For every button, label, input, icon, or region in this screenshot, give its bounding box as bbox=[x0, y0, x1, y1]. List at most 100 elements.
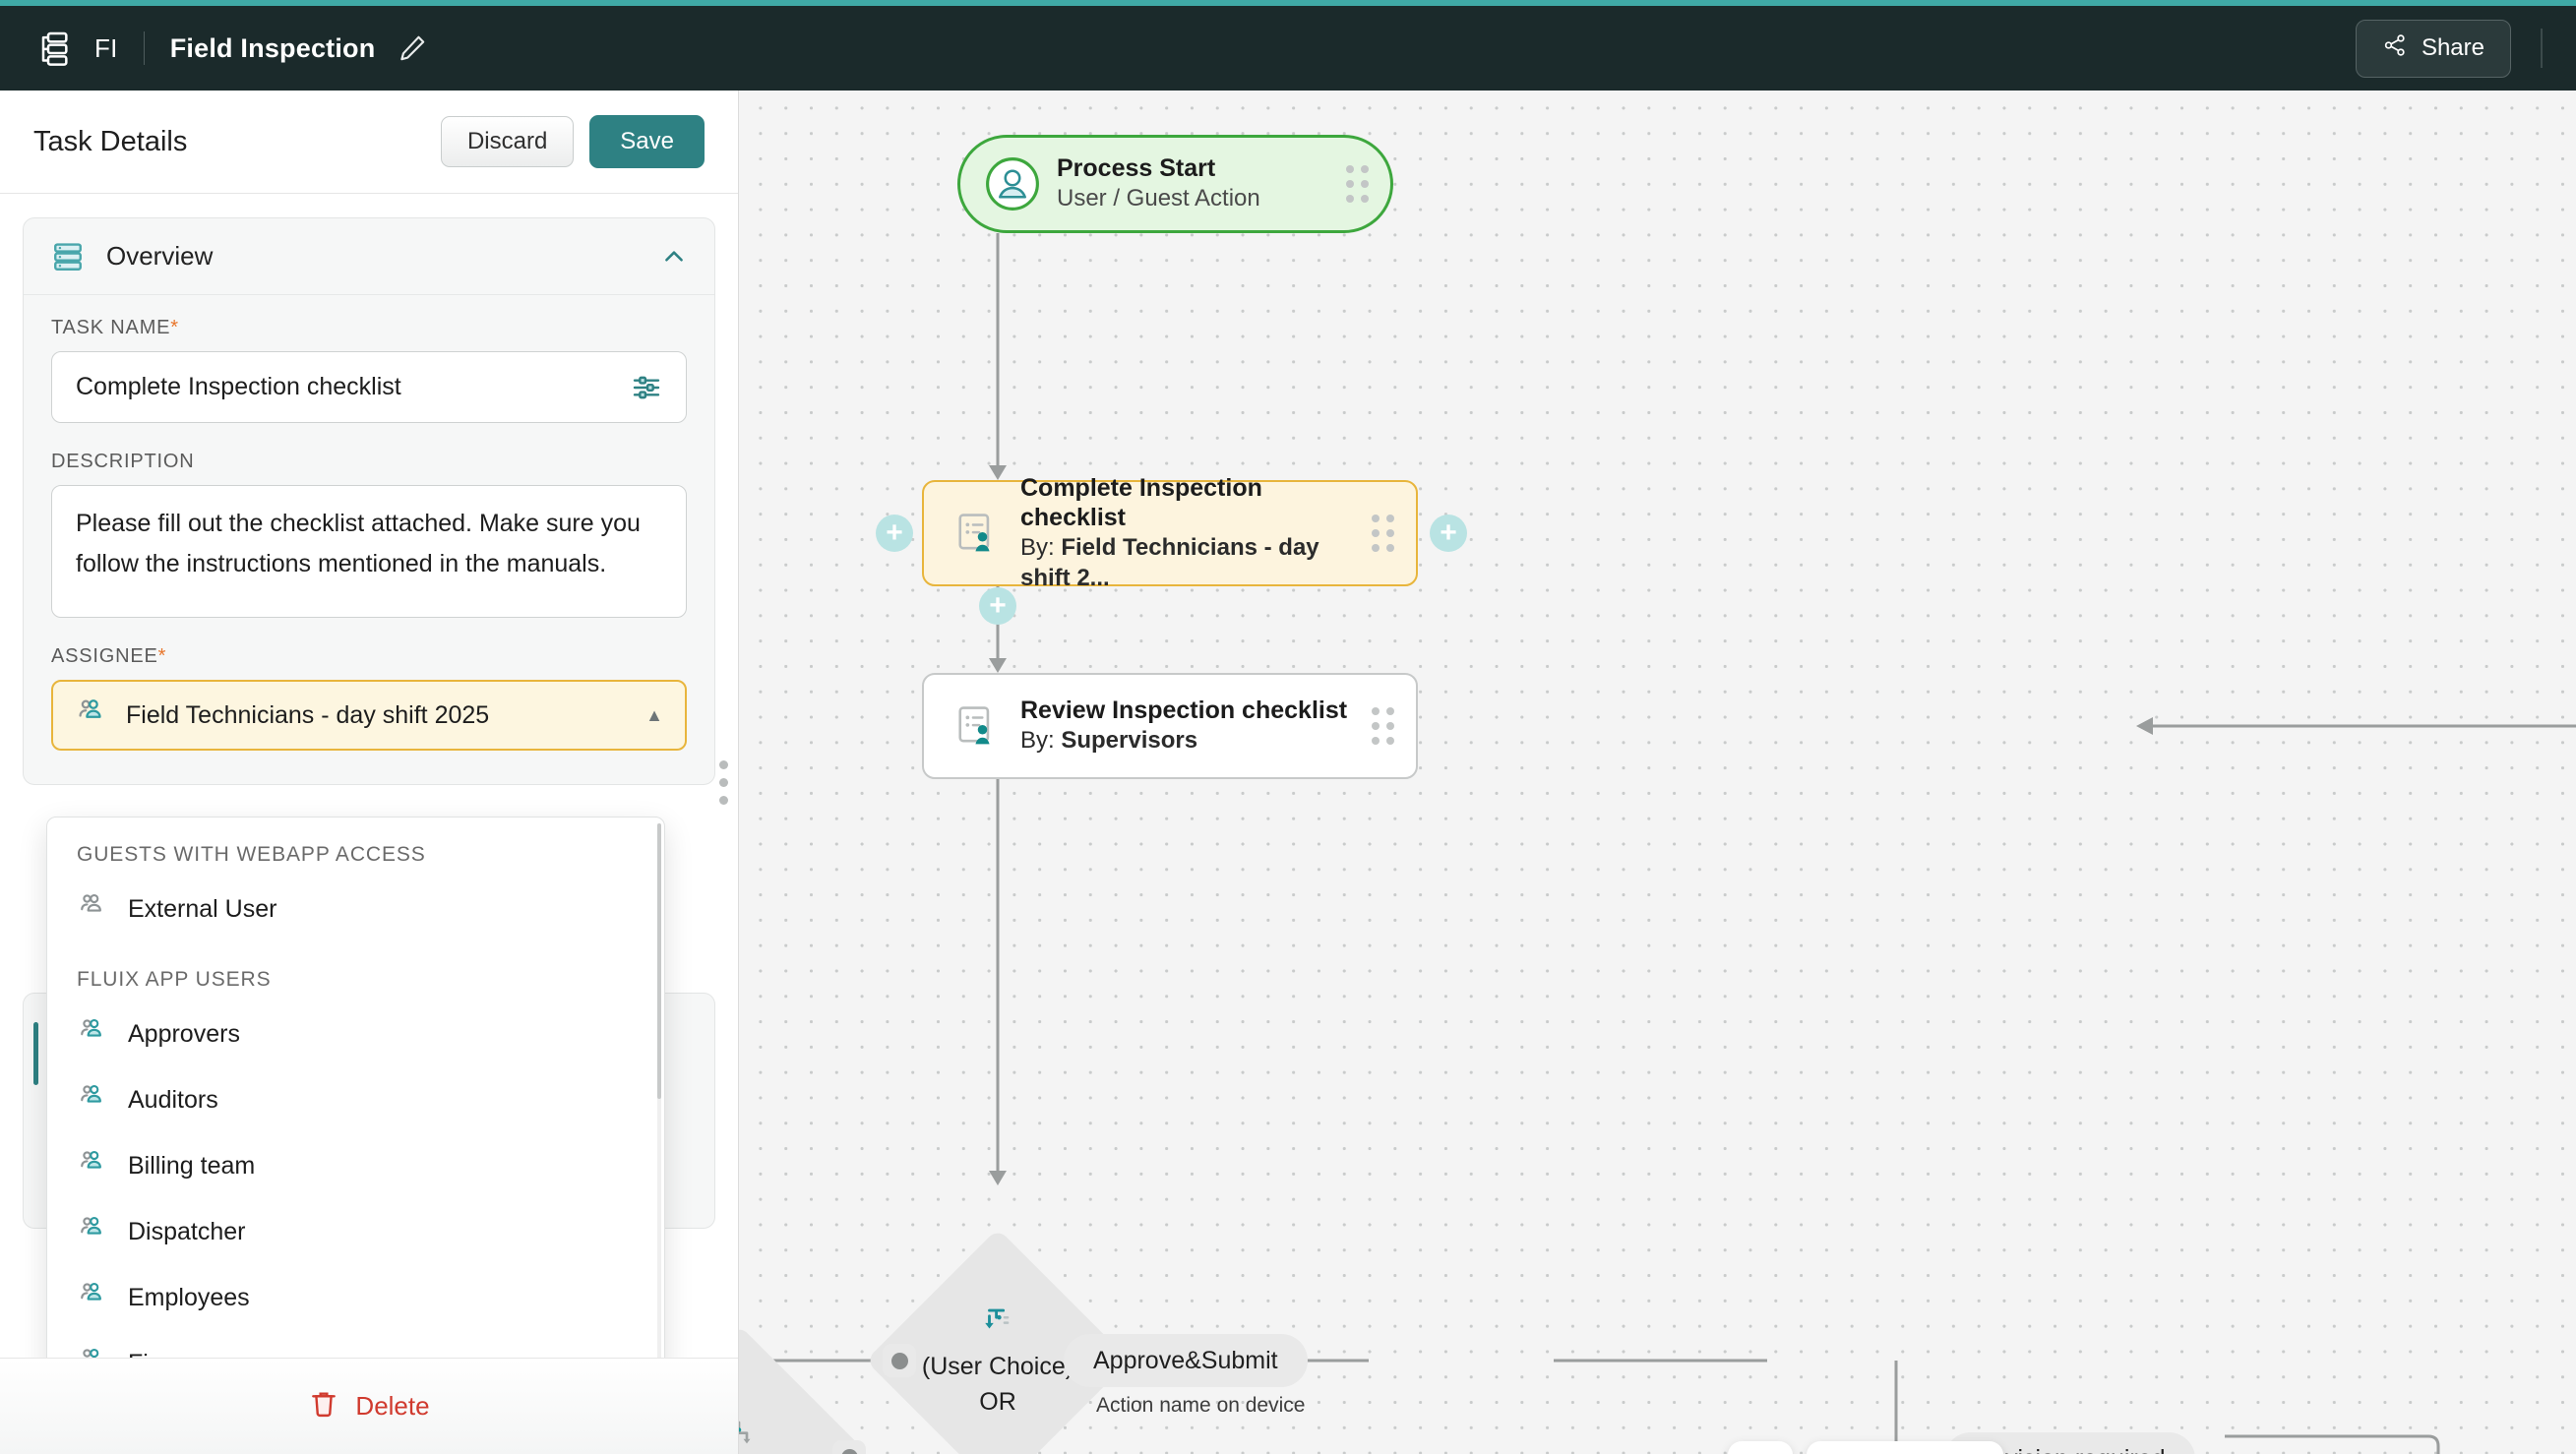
dropdown-item-approvers[interactable]: Approvers bbox=[47, 1001, 664, 1067]
dropdown-group-header: FLUIX APP USERS bbox=[77, 968, 272, 991]
handle-dot bbox=[718, 759, 728, 769]
group-users-icon bbox=[77, 1214, 106, 1250]
checklist-user-icon bbox=[946, 503, 1007, 564]
description-textarea[interactable]: Please fill out the checklist attached. … bbox=[51, 485, 687, 618]
project-abbreviation: FI bbox=[94, 32, 118, 63]
node-subtitle-value: Field Technicians - day shift 2... bbox=[1020, 533, 1319, 591]
add-node-below-button[interactable]: + bbox=[979, 587, 1016, 625]
share-button[interactable]: Share bbox=[2355, 19, 2511, 78]
assignee-value: Field Technicians - day shift 2025 bbox=[126, 700, 490, 729]
panel-resize-handle[interactable] bbox=[713, 753, 733, 812]
caret-up-icon[interactable]: ▲ bbox=[645, 704, 663, 725]
group-users-icon bbox=[75, 697, 106, 735]
fit-to-screen-button[interactable] bbox=[1728, 1441, 1793, 1454]
header-divider bbox=[143, 31, 145, 65]
dropdown-item-billing-team[interactable]: Billing team bbox=[47, 1133, 664, 1199]
node-title: Complete Inspection checklist bbox=[1020, 473, 1262, 532]
dropdown-item-label: Employees bbox=[128, 1284, 250, 1311]
dropdown-item-label: Dispatcher bbox=[128, 1218, 246, 1245]
node-process-start[interactable]: Process Start User / Guest Action bbox=[957, 135, 1393, 233]
gateway-label-line1: (User Choice) bbox=[921, 1353, 1074, 1381]
node-subtitle-prefix: By: bbox=[1020, 726, 1062, 754]
page-title: Field Inspection bbox=[169, 32, 376, 63]
dropdown-group-header: GUESTS WITH WEBAPP ACCESS bbox=[77, 843, 426, 866]
node-subtitle: By: Supervisors bbox=[1020, 726, 1347, 757]
group-users-icon bbox=[77, 1148, 106, 1184]
node-subtitle-value: Supervisors bbox=[1061, 726, 1198, 754]
dropdown-item-external-user[interactable]: External User bbox=[47, 877, 664, 942]
node-subtitle: By: Field Technicians - day shift 2... bbox=[1020, 533, 1372, 593]
split-or-icon bbox=[981, 1303, 1014, 1342]
zoom-controls[interactable]: − 100% + bbox=[1807, 1441, 2003, 1454]
required-marker: * bbox=[170, 317, 179, 338]
and-right-port[interactable] bbox=[832, 1440, 866, 1454]
sliders-icon[interactable] bbox=[631, 372, 662, 403]
assignee-dropdown-list[interactable]: GUESTS WITH WEBAPP ACCESS External User … bbox=[47, 818, 664, 1382]
group-users-icon bbox=[77, 1280, 106, 1316]
panel-header: Task Details Discard Save bbox=[0, 91, 738, 194]
overview-list-icon bbox=[51, 240, 85, 273]
dropdown-item-auditors[interactable]: Auditors bbox=[47, 1067, 664, 1133]
task-details-panel: Task Details Discard Save bbox=[0, 91, 739, 1454]
dropdown-scrollbar-track[interactable] bbox=[657, 823, 661, 1378]
dropdown-item-employees[interactable]: Employees bbox=[47, 1265, 664, 1331]
assignee-dropdown[interactable]: GUESTS WITH WEBAPP ACCESS External User … bbox=[46, 817, 665, 1383]
user-circle-icon bbox=[982, 153, 1043, 214]
group-users-icon bbox=[77, 1016, 106, 1053]
assignee-label: ASSIGNEE* bbox=[51, 645, 687, 668]
task-name-input[interactable]: Complete Inspection checklist bbox=[51, 351, 687, 423]
node-complete-inspection-checklist[interactable]: Complete Inspection checklist By: Field … bbox=[922, 474, 1418, 591]
description-label: DESCRIPTION bbox=[51, 451, 195, 472]
dropdown-item-label: External User bbox=[128, 895, 277, 923]
discard-button[interactable]: Discard bbox=[440, 116, 575, 167]
field-gap bbox=[51, 618, 687, 645]
overview-card-body: TASK NAME* Complete Inspection checklist bbox=[24, 295, 714, 784]
assignee-label-text: ASSIGNEE bbox=[51, 645, 158, 667]
node-text-block: Process Start User / Guest Action bbox=[1057, 153, 1260, 213]
gateway-label-line2: OR bbox=[979, 1387, 1016, 1416]
dropdown-item-label: Auditors bbox=[128, 1086, 218, 1114]
workflow-logo-icon[interactable] bbox=[33, 29, 73, 68]
node-subtitle-prefix: By: bbox=[1020, 533, 1062, 561]
share-button-label: Share bbox=[2421, 34, 2484, 61]
assignee-select[interactable]: Field Technicians - day shift 2025 ▲ bbox=[51, 680, 687, 751]
header-right-divider bbox=[2541, 29, 2543, 68]
edge-label-approve-submit[interactable]: Approve&Submit bbox=[1064, 1334, 1308, 1387]
group-users-icon bbox=[77, 1082, 106, 1119]
gateway-content: (User Choice) OR bbox=[904, 1267, 1091, 1454]
dropdown-item-dispatcher[interactable]: Dispatcher bbox=[47, 1199, 664, 1265]
node-text-block: Complete Inspection checklist By: Field … bbox=[1020, 473, 1372, 593]
gateway-content: AND bbox=[739, 1363, 832, 1454]
gateway-user-choice-or[interactable]: (User Choice) OR bbox=[865, 1228, 1131, 1454]
add-node-right-button[interactable]: + bbox=[1430, 515, 1467, 552]
workflow-canvas[interactable]: Process Start User / Guest Action Comple… bbox=[739, 91, 2576, 1454]
add-node-left-button[interactable]: + bbox=[876, 515, 913, 552]
handle-dot bbox=[718, 777, 728, 787]
gateway-and[interactable]: AND bbox=[739, 1324, 872, 1454]
drag-grip-icon[interactable] bbox=[1372, 515, 1394, 552]
merge-and-icon bbox=[739, 1419, 755, 1454]
node-text-block: Review Inspection checklist By: Supervis… bbox=[1020, 696, 1347, 756]
edge-label-revision-required[interactable]: Revision required bbox=[1944, 1432, 2195, 1454]
share-icon bbox=[2382, 32, 2408, 65]
task-name-label: TASK NAME* bbox=[51, 317, 687, 339]
accent-bar bbox=[0, 0, 2576, 6]
delete-label: Delete bbox=[355, 1391, 430, 1421]
node-review-inspection-checklist[interactable]: Review Inspection checklist By: Supervis… bbox=[922, 673, 1418, 779]
group-users-icon bbox=[77, 891, 106, 928]
save-button[interactable]: Save bbox=[589, 115, 705, 168]
pencil-icon[interactable] bbox=[397, 32, 428, 64]
drag-grip-icon[interactable] bbox=[1372, 707, 1394, 745]
chevron-up-icon[interactable] bbox=[661, 244, 687, 270]
gateway-left-port[interactable] bbox=[883, 1344, 916, 1377]
panel-footer: Delete bbox=[0, 1358, 738, 1454]
edge-sublabel-approve-submit: Action name on device bbox=[1096, 1394, 1306, 1417]
drag-grip-icon[interactable] bbox=[1346, 165, 1369, 203]
overview-card-header[interactable]: Overview bbox=[24, 218, 714, 295]
required-marker: * bbox=[157, 645, 167, 667]
checklist-user-icon bbox=[946, 696, 1007, 757]
overview-card-title: Overview bbox=[106, 241, 214, 271]
dropdown-scrollbar-thumb[interactable] bbox=[657, 823, 661, 1099]
dropdown-item-label: Approvers bbox=[128, 1020, 240, 1048]
